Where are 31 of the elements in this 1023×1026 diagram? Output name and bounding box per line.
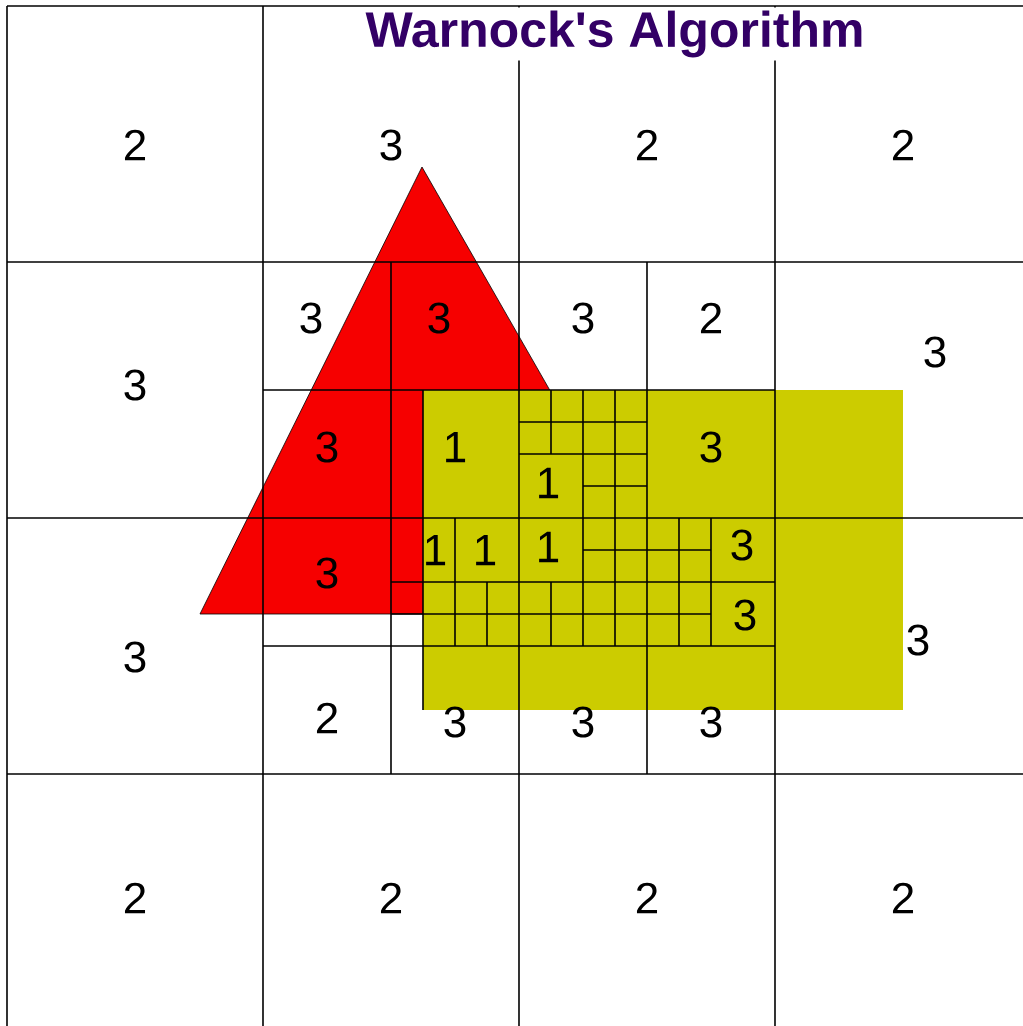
title: Warnock's Algorithm (362, 7, 868, 61)
cell-number: 2 (892, 129, 913, 161)
cell-number: 2 (636, 129, 657, 161)
cell-number: 3 (700, 706, 722, 738)
cell-number: 3 (734, 599, 756, 631)
cell-number: 2 (125, 129, 145, 161)
cell-number: 1 (539, 531, 559, 563)
cell-number: 3 (907, 624, 929, 656)
cell-number: 3 (700, 431, 722, 463)
cell-number: 1 (426, 534, 446, 566)
cell-number: 2 (125, 882, 145, 914)
cell-number: 2 (380, 882, 401, 914)
cell-number: 3 (316, 557, 338, 589)
cell-number: 2 (892, 882, 913, 914)
cell-number: 1 (476, 534, 496, 566)
cell-number: 3 (444, 706, 466, 738)
cell-number: 2 (316, 702, 337, 734)
cell-number: 3 (316, 431, 338, 463)
cell-number: 3 (572, 302, 594, 334)
cell-number: 2 (700, 302, 721, 334)
cell-number: 3 (731, 529, 753, 561)
cell-number: 3 (380, 129, 402, 161)
cell-number: 3 (572, 706, 594, 738)
cell-number: 3 (124, 641, 146, 673)
cell-number: 1 (446, 431, 466, 463)
cell-number: 1 (539, 467, 559, 499)
cell-number: 3 (300, 302, 322, 334)
cell-number: 3 (428, 302, 450, 334)
cell-number: 2 (636, 882, 657, 914)
cell-number: 3 (924, 336, 946, 368)
cell-number: 3 (124, 369, 146, 401)
